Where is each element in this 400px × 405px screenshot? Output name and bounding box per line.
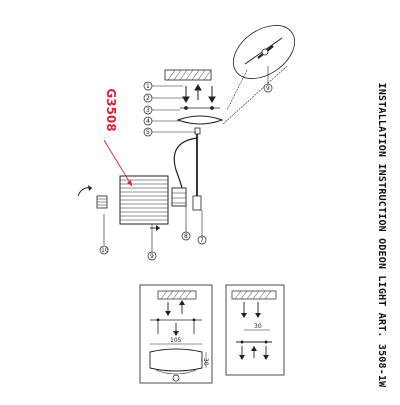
svg-text:1: 1 [146,83,150,90]
mounting-detail-left: 105 30 [139,284,213,384]
svg-text:9: 9 [266,85,270,92]
svg-text:2: 2 [146,95,150,102]
mounting-detail-right: 30 [225,284,285,376]
callouts-left: 1 2 3 4 5 [143,81,196,137]
bulb-cap [77,185,108,209]
ceiling-plate-top [164,69,212,81]
detail-zoom: 9 [222,25,295,125]
canopy [176,115,224,135]
svg-text:4: 4 [146,118,150,125]
svg-text:3: 3 [146,107,150,114]
mounting-screws-top [180,84,220,110]
svg-text:30: 30 [202,358,209,366]
svg-text:9: 9 [150,253,154,260]
svg-text:5: 5 [146,129,150,136]
svg-text:30: 30 [254,323,262,330]
svg-text:10: 10 [101,247,109,254]
lamp-shade [119,175,169,225]
model-arrow [103,139,133,187]
svg-text:8: 8 [184,233,188,240]
lamp-socket [171,187,187,207]
callouts-lower: 10 9 8 7 [99,206,207,261]
svg-text:105: 105 [170,337,182,344]
svg-text:7: 7 [200,237,204,244]
